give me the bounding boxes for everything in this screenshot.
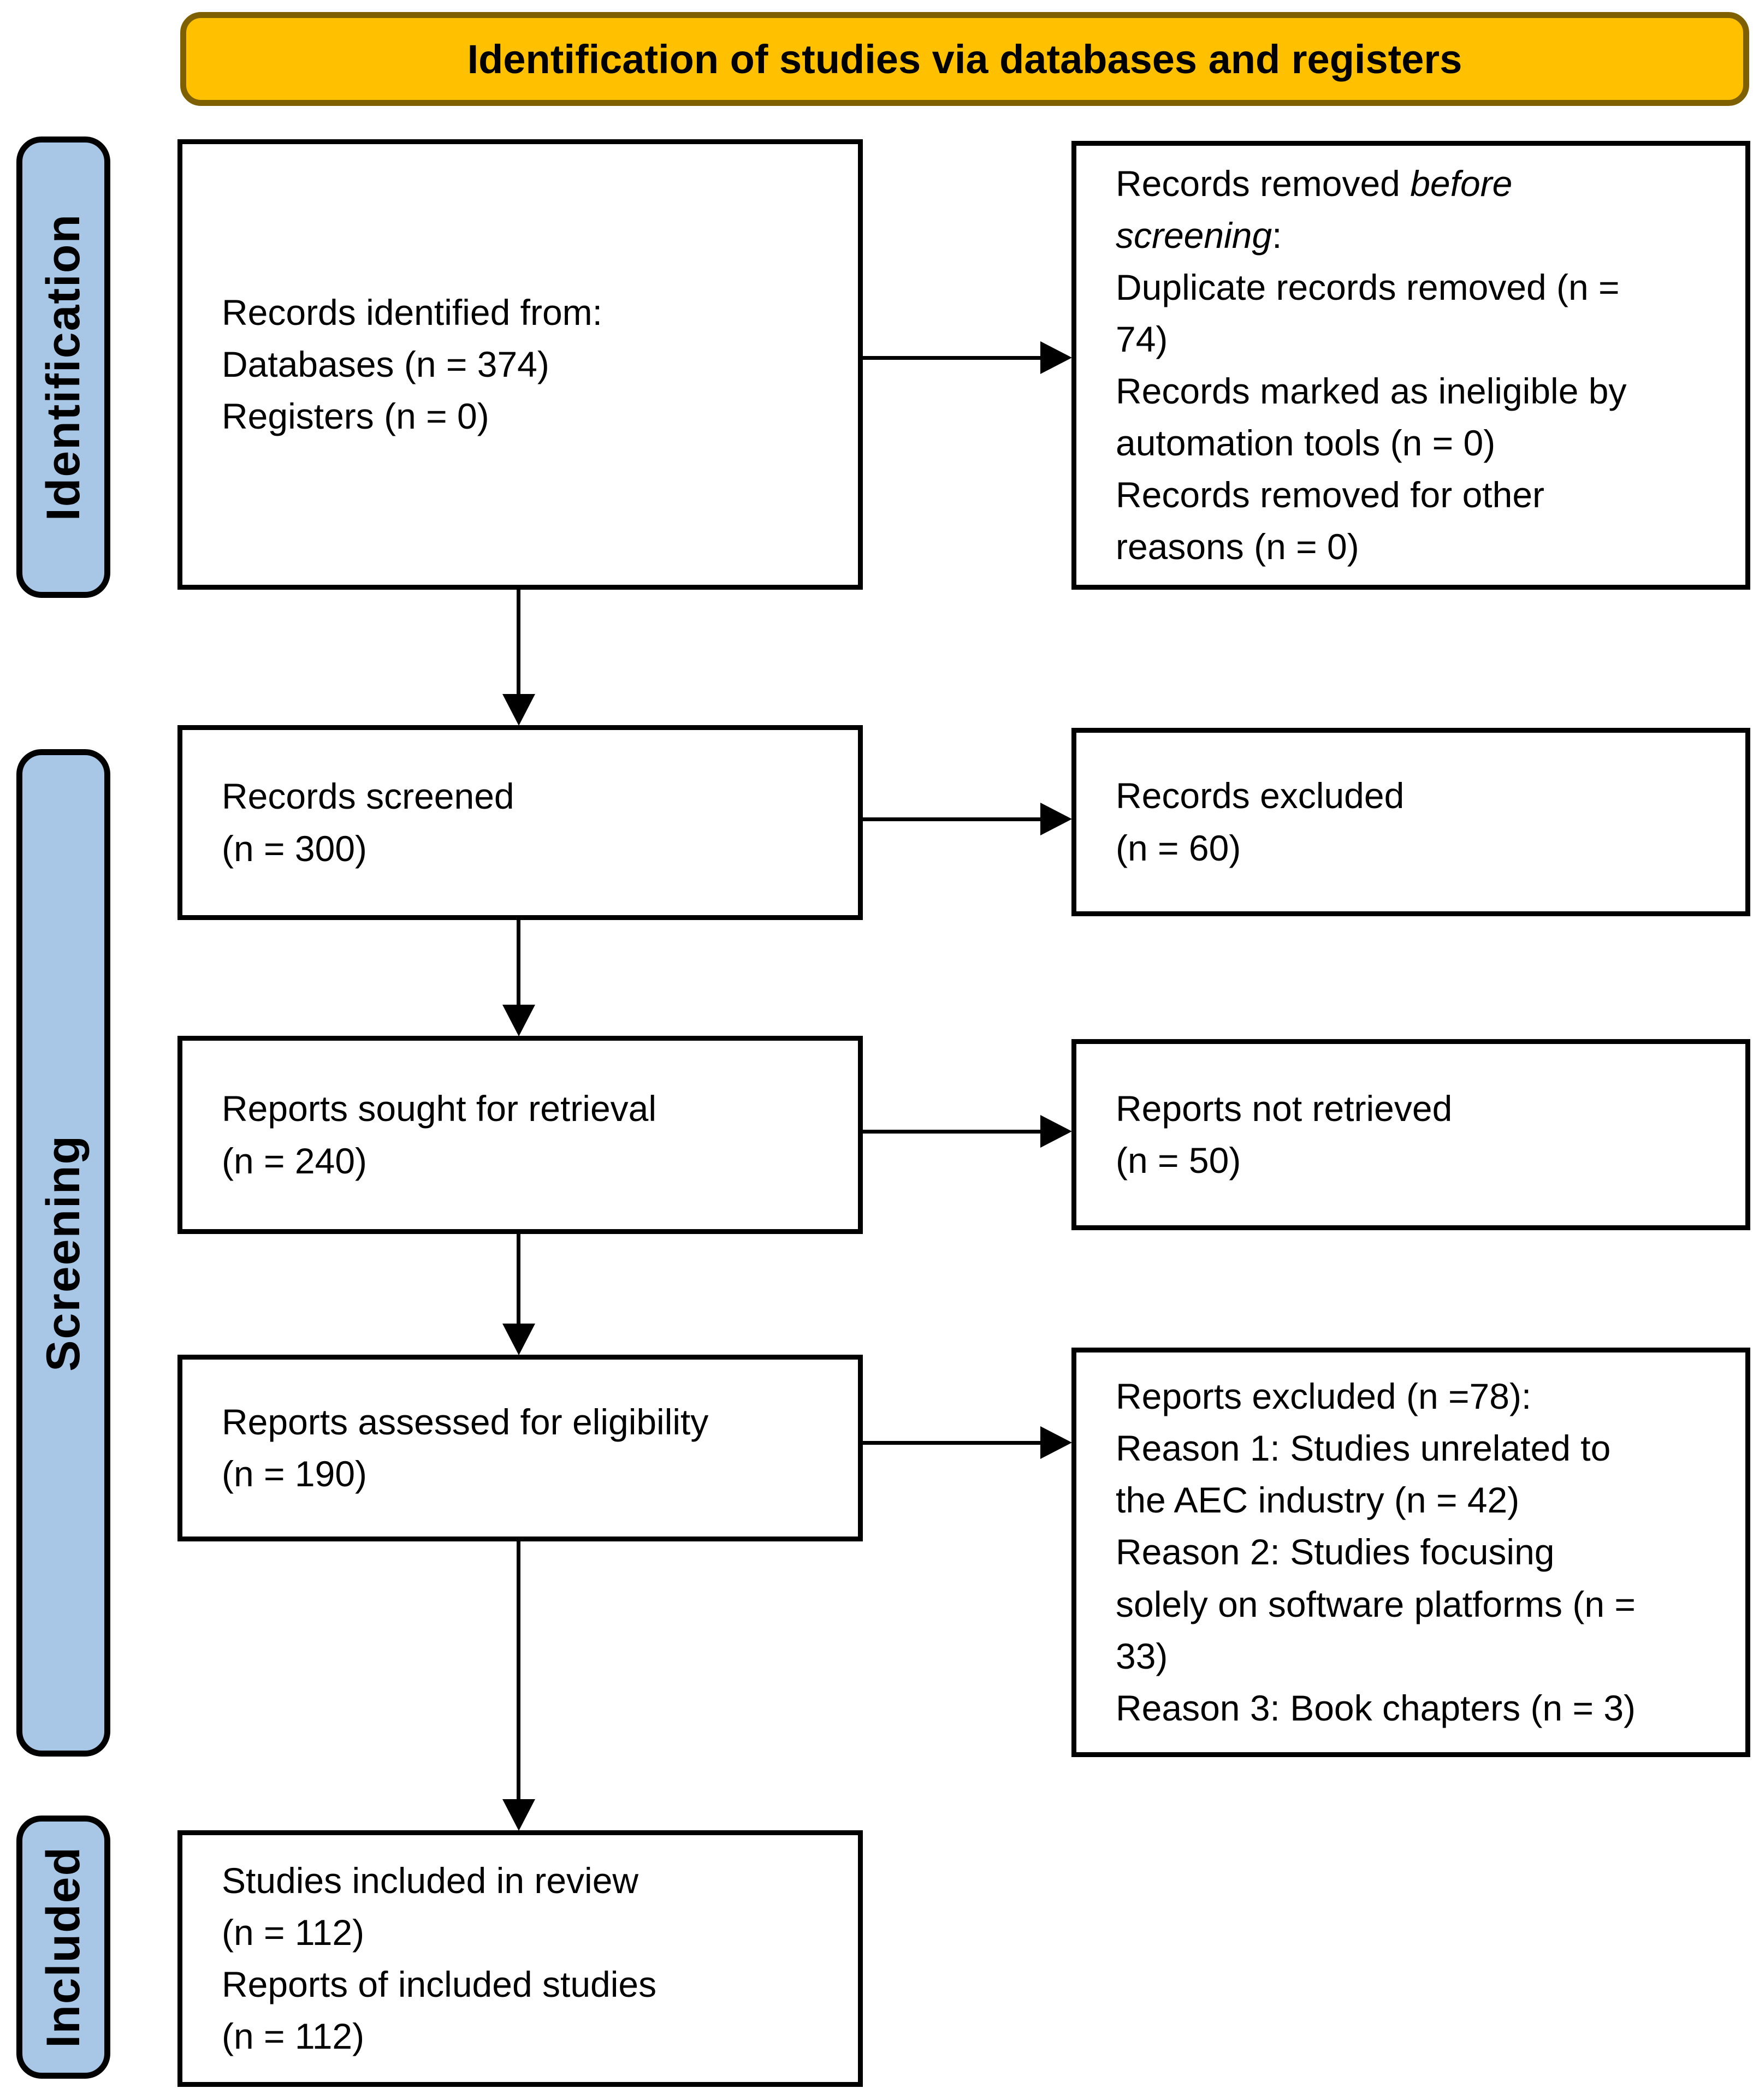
box-studies-included-text: Studies included in review (n = 112) Rep… [222, 1860, 657, 2057]
diagram-title: Identification of studies via databases … [467, 36, 1462, 82]
box-records-excluded: Records excluded (n = 60) [1071, 728, 1750, 916]
box-reports-excluded-reasons: Reports excluded (n =78): Reason 1: Stud… [1071, 1348, 1750, 1757]
arrow-screened-to-excluded-head [1040, 803, 1072, 835]
arrow-assessed-to-included-line [517, 1541, 520, 1800]
arrow-assessed-to-reports-excluded-head [1040, 1426, 1072, 1459]
stage-label-screening-text: Screening [37, 1134, 90, 1372]
box-reports-not-retrieved: Reports not retrieved (n = 50) [1071, 1039, 1750, 1230]
box-records-screened-text: Records screened (n = 300) [222, 776, 514, 869]
arrow-sought-to-not-retrieved-line [863, 1130, 1043, 1134]
removed-prefix: Records removed [1116, 163, 1411, 204]
box-reports-sought: Reports sought for retrieval (n = 240) [177, 1036, 863, 1234]
removed-rest: : Duplicate records removed (n = 74) Rec… [1116, 215, 1627, 567]
arrow-assessed-to-reports-excluded-line [863, 1441, 1043, 1445]
arrow-screened-to-excluded-line [863, 817, 1043, 821]
box-records-screened: Records screened (n = 300) [177, 725, 863, 920]
stage-label-screening: Screening [16, 749, 110, 1757]
stage-label-identification-text: Identification [37, 213, 90, 521]
diagram-title-banner: Identification of studies via databases … [180, 12, 1749, 106]
box-reports-not-retrieved-text: Reports not retrieved (n = 50) [1116, 1088, 1453, 1180]
box-records-identified-text: Records identified from: Databases (n = … [222, 292, 602, 437]
box-reports-sought-text: Reports sought for retrieval (n = 240) [222, 1088, 657, 1181]
stage-label-included: Included [16, 1816, 110, 2079]
arrow-identified-to-removed-line [863, 356, 1043, 360]
box-studies-included: Studies included in review (n = 112) Rep… [177, 1830, 863, 2087]
box-records-identified: Records identified from: Databases (n = … [177, 139, 863, 590]
box-reports-assessed-text: Reports assessed for eligibility (n = 19… [222, 1401, 709, 1494]
arrow-identified-to-removed-head [1040, 341, 1072, 374]
removed-italic-phrase: before screening [1116, 163, 1513, 256]
box-reports-assessed: Reports assessed for eligibility (n = 19… [177, 1355, 863, 1541]
box-records-removed-text: Records removed before screening: Duplic… [1116, 158, 1626, 573]
arrow-sought-to-not-retrieved-head [1040, 1115, 1072, 1148]
box-records-removed-before-screening: Records removed before screening: Duplic… [1071, 141, 1750, 590]
arrow-identified-to-screened-line [517, 590, 520, 695]
arrow-sought-to-assessed-line [517, 1234, 520, 1325]
arrow-screened-to-sought-line [517, 920, 520, 1006]
arrow-identified-to-screened-head [502, 694, 535, 726]
box-reports-excluded-reasons-text: Reports excluded (n =78): Reason 1: Stud… [1116, 1376, 1636, 1728]
stage-label-identification: Identification [16, 137, 110, 598]
arrow-screened-to-sought-head [502, 1005, 535, 1036]
stage-label-included-text: Included [37, 1846, 90, 2048]
arrow-assessed-to-included-head [502, 1799, 535, 1831]
box-records-excluded-text: Records excluded (n = 60) [1116, 775, 1405, 868]
arrow-sought-to-assessed-head [502, 1324, 535, 1355]
